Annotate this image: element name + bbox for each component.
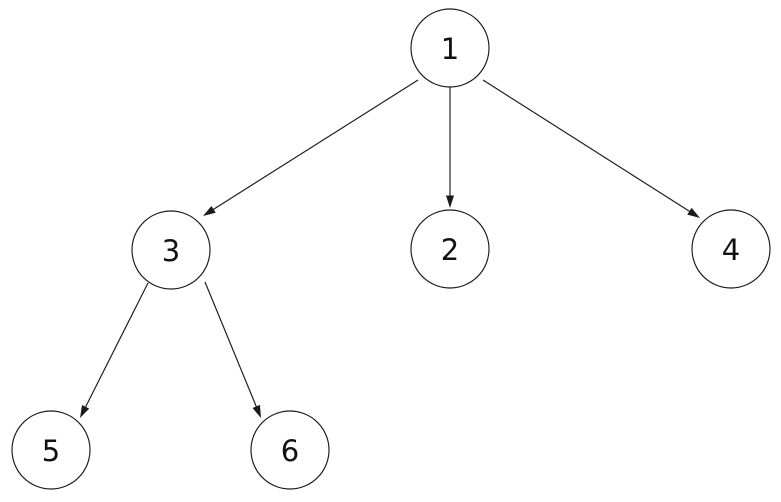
node-circle[interactable] [410, 8, 490, 88]
node-2[interactable]: 2 [410, 209, 490, 289]
edge-3-to-6 [204, 281, 261, 418]
nodes-layer: 1 2 3 4 5 6 [11, 8, 771, 490]
node-circle[interactable] [11, 410, 91, 490]
arrowhead-icon [446, 195, 454, 208]
edge-1-to-2 [446, 87, 454, 208]
node-label: 4 [722, 233, 740, 267]
edges-layer [80, 79, 700, 418]
node-5[interactable]: 5 [11, 410, 91, 490]
node-label: 2 [441, 233, 459, 267]
arrowhead-icon [203, 205, 216, 216]
arrowhead-icon [687, 207, 700, 218]
node-label: 6 [281, 434, 299, 468]
arrowhead-icon [80, 405, 90, 418]
node-4[interactable]: 4 [691, 209, 771, 289]
node-3[interactable]: 3 [131, 210, 211, 290]
node-circle[interactable] [410, 209, 490, 289]
node-circle[interactable] [131, 210, 211, 290]
node-circle[interactable] [250, 410, 330, 490]
arrowhead-icon [252, 404, 261, 418]
node-label: 1 [441, 32, 459, 66]
node-label: 3 [162, 234, 180, 268]
edge-line [482, 79, 692, 213]
node-1[interactable]: 1 [410, 8, 490, 88]
edge-1-to-4 [482, 79, 700, 218]
node-circle[interactable] [691, 209, 771, 289]
edge-line [84, 282, 149, 410]
edge-3-to-5 [80, 282, 149, 418]
edge-line [204, 281, 258, 409]
edge-1-to-3 [203, 79, 419, 216]
node-label: 5 [42, 434, 60, 468]
node-6[interactable]: 6 [250, 410, 330, 490]
edge-line [211, 79, 419, 212]
